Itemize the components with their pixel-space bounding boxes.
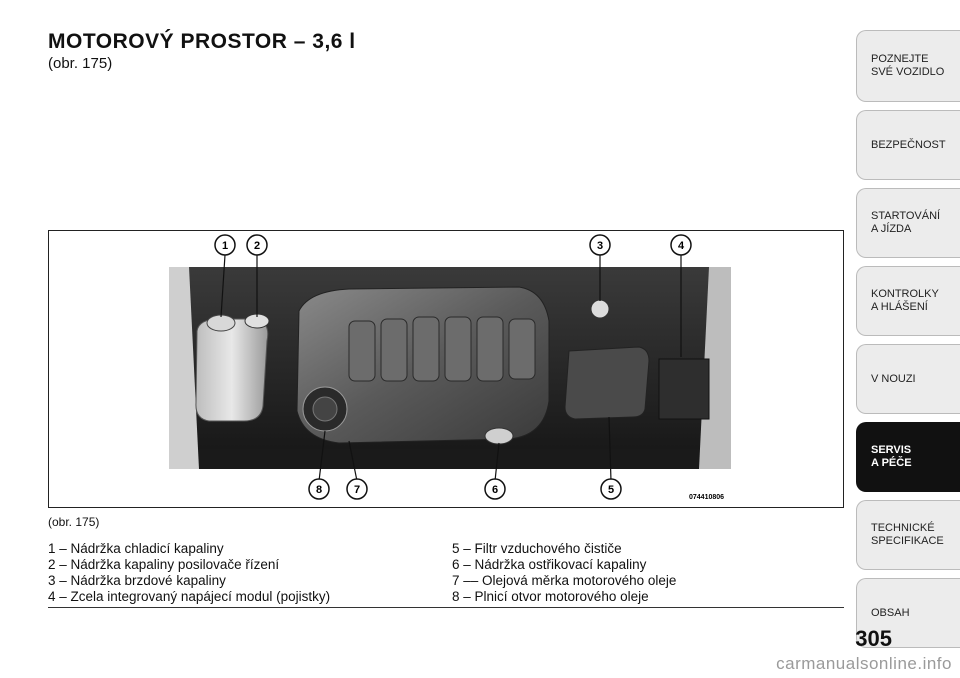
callout-5-marker	[600, 478, 622, 500]
legend-item: 8 – Plnicí otvor motorového oleje	[452, 589, 649, 604]
cover-rib	[348, 320, 376, 382]
coolant-cap	[206, 314, 236, 332]
tab-kontrolky[interactable]: KONTROLKY A HLÁŠENÍ	[856, 266, 960, 336]
callout-6-marker	[484, 478, 506, 500]
callout-line-8	[318, 430, 326, 482]
legend-item: 5 – Filtr vzduchového čističe	[452, 541, 622, 556]
front-lower-area	[199, 449, 699, 469]
air-filter-box	[564, 346, 650, 420]
cover-rib	[508, 318, 536, 380]
engine-bay-illustration: 1 2 3 4 8 7 6 5 074410806	[169, 234, 731, 501]
watermark: carmanualsonline.info	[776, 654, 952, 673]
washer-fluid-cap	[484, 427, 514, 445]
engine-bay-figure: 1 2 3 4 8 7 6 5 074410806	[48, 230, 844, 508]
legend-item: 6 – Nádržka ostřikovací kapaliny	[452, 557, 647, 572]
callout-1-marker	[214, 234, 236, 256]
callout-7-marker	[346, 478, 368, 500]
chapter-tabs: POZNEJTE SVÉ VOZIDLO BEZPEČNOST STARTOVÁ…	[856, 30, 960, 656]
page-title: MOTOROVÝ PROSTOR – 3,6 l	[48, 30, 356, 53]
tab-startovani[interactable]: STARTOVÁNÍ A JÍZDA	[856, 188, 960, 258]
tab-bezpecnost[interactable]: BEZPEČNOST	[856, 110, 960, 180]
tab-poznejte[interactable]: POZNEJTE SVÉ VOZIDLO	[856, 30, 960, 102]
callout-6-label: 6	[492, 484, 498, 496]
callout-line-1	[220, 254, 226, 318]
callout-7-label: 7	[354, 484, 360, 496]
legend-left: 1 – Nádržka chladicí kapaliny 2 – Nádržk…	[48, 541, 330, 605]
callout-1-label: 1	[222, 240, 228, 252]
legend-item: 1 – Nádržka chladicí kapaliny	[48, 541, 224, 556]
tab-v-nouzi[interactable]: V NOUZI	[856, 344, 960, 414]
legend-right: 5 – Filtr vzduchového čističe 6 – Nádržk…	[452, 541, 676, 605]
callout-line-5	[608, 416, 612, 482]
left-fender	[169, 267, 199, 469]
callout-3-marker	[589, 234, 611, 256]
callout-4-marker	[670, 234, 692, 256]
tab-obsah[interactable]: OBSAH	[856, 578, 960, 648]
cover-rib	[444, 316, 472, 382]
page-number: 305	[855, 626, 892, 651]
callout-line-6	[494, 442, 500, 482]
oil-filler-cap-center	[312, 396, 338, 422]
figure-caption: (obr. 175)	[48, 515, 100, 529]
power-module-box	[658, 358, 710, 420]
callout-line-7	[348, 440, 358, 482]
tab-servis[interactable]: SERVIS A PÉČE	[856, 422, 960, 492]
figure-code: 074410806	[689, 494, 724, 501]
cover-rib	[380, 318, 408, 382]
legend-item: 4 – Zcela integrovaný napájecí modul (po…	[48, 589, 331, 604]
callout-8-marker	[308, 478, 330, 500]
legend-item: 2 – Nádržka kapaliny posilovače řízení	[48, 557, 280, 572]
brake-fluid-cap	[590, 299, 610, 319]
cover-rib	[412, 316, 440, 382]
figure-reference: (obr. 175)	[48, 55, 113, 72]
callout-3-label: 3	[597, 240, 603, 252]
legend-item: 7 –– Olejová měrka motorového oleje	[452, 573, 677, 588]
callout-5-label: 5	[608, 484, 614, 496]
callout-4-label: 4	[678, 240, 685, 252]
tab-technicke[interactable]: TECHNICKÉ SPECIFIKACE	[856, 500, 960, 570]
divider	[48, 607, 844, 608]
callout-8-label: 8	[316, 484, 322, 496]
coolant-reservoir	[195, 318, 269, 422]
callout-2-marker	[246, 234, 268, 256]
legend-item: 3 – Nádržka brzdové kapaliny	[48, 573, 226, 588]
cover-rib	[476, 316, 504, 382]
callout-2-label: 2	[254, 240, 260, 252]
